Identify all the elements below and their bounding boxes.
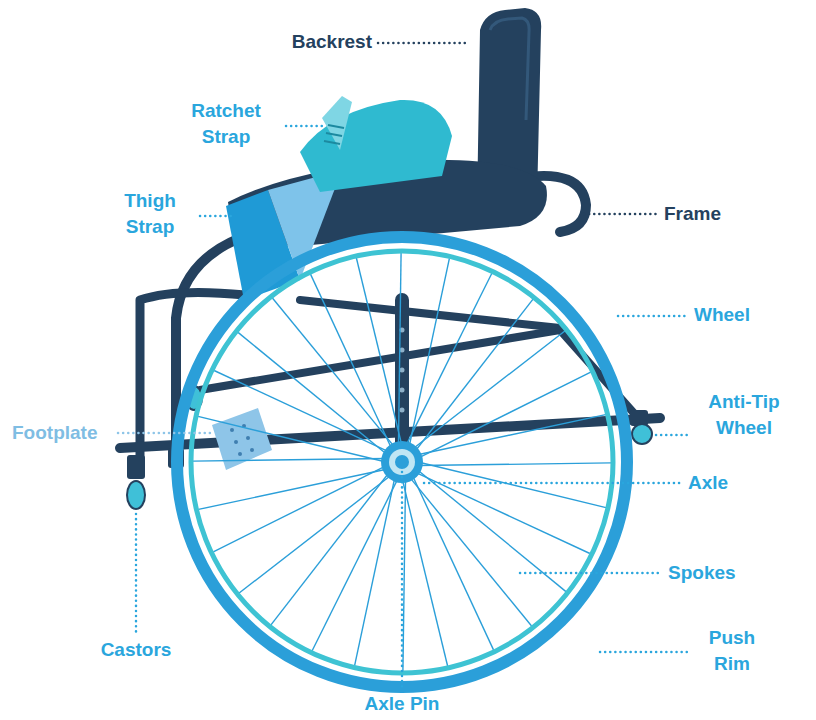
part-label: Axle	[688, 470, 728, 496]
part-label: Castors	[101, 637, 172, 663]
ratchet-strap-shape	[300, 100, 452, 192]
part-label: Thigh Strap	[105, 188, 195, 239]
part-label: Ratchet Strap	[171, 98, 281, 149]
tyre	[177, 237, 627, 687]
part-label: Push Rim	[697, 625, 767, 676]
part-label: Axle Pin	[365, 691, 440, 717]
leader-lines	[118, 43, 690, 688]
spoke-lines	[193, 253, 611, 671]
part-label: Backrest	[292, 29, 372, 55]
ratchet-buckle	[322, 96, 352, 150]
backrest-seam	[490, 18, 529, 120]
ratchet-teeth	[324, 125, 344, 144]
part-label: Footplate	[12, 420, 98, 446]
part-label: Spokes	[668, 560, 736, 586]
part-label: Anti-Tip Wheel	[694, 389, 794, 440]
castor-wheel	[127, 481, 145, 509]
axle-pin-head	[395, 455, 409, 469]
castor-fork	[127, 455, 145, 479]
part-label: Wheel	[694, 302, 750, 328]
anti-tip-wheel-shape	[632, 424, 652, 444]
part-label: Frame	[664, 201, 721, 227]
